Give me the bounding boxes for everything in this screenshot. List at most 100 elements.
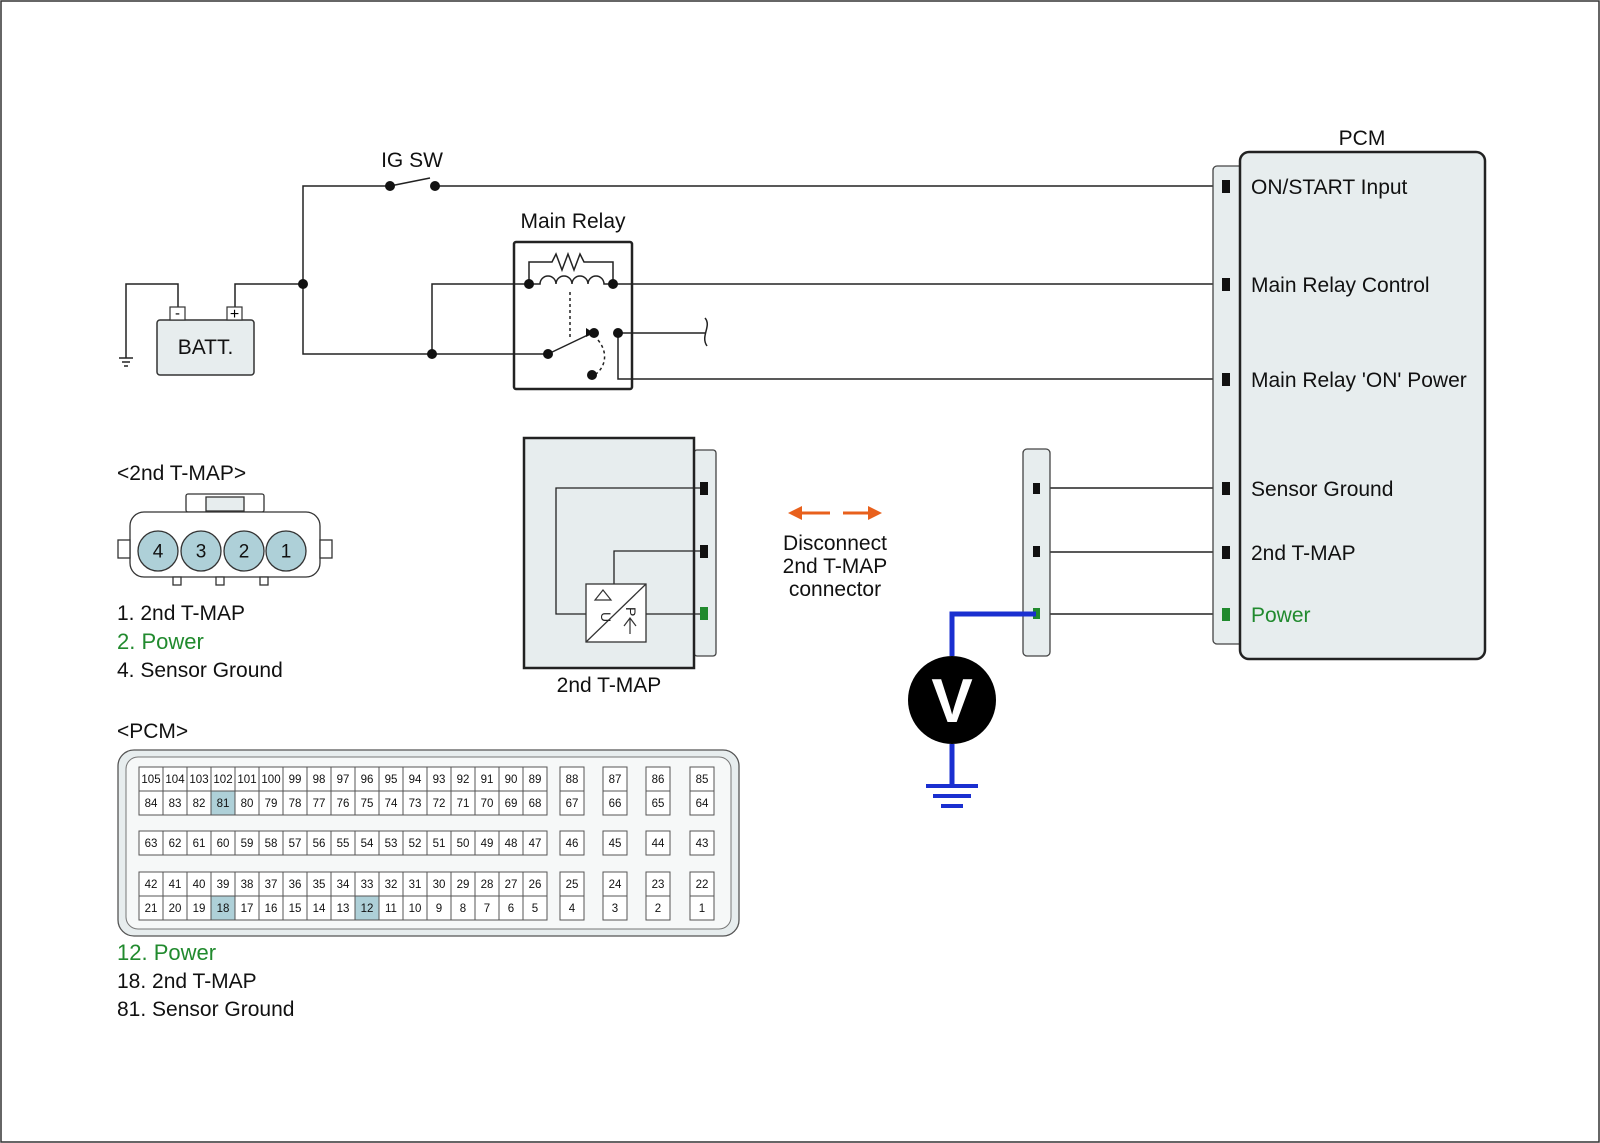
pcm-pin-number: 7: [484, 903, 490, 915]
pcm-terminal-pin: [1222, 373, 1230, 386]
tmap-pin: [137, 530, 179, 572]
arrow-left-icon: [788, 506, 802, 520]
pcm-terminal-label: ON/START Input: [1251, 176, 1408, 199]
pcm-pin-number: 52: [409, 838, 422, 850]
tmap-legend-1: 1. 2nd T-MAP: [117, 602, 245, 625]
pcm-pin-cell: [282, 830, 308, 856]
pcm-pin-number: 20: [169, 903, 182, 915]
pcm-pin-number: 50: [457, 838, 470, 850]
pcm-pin-number: 34: [337, 879, 350, 891]
pcm-pin-number: 6: [508, 903, 514, 915]
tmap-pin: [180, 530, 222, 572]
pcm-terminal-label: Sensor Ground: [1251, 478, 1393, 501]
pcm-pin-number: 70: [481, 798, 494, 810]
pressure-sensor-icon: U P: [585, 583, 647, 643]
tmap-pin-number: 1: [281, 542, 292, 563]
pcm-pin-number: 102: [213, 774, 232, 786]
pcm-pin-cell: [162, 790, 188, 816]
pcm-pin-number: 87: [609, 774, 622, 786]
pcm-pin-number: 84: [145, 798, 158, 810]
pcm-box: [1238, 150, 1487, 661]
pcm-terminal-pin: [1222, 278, 1230, 291]
pcm-pin-number: 25: [566, 879, 579, 891]
pcm-pin-cell: [450, 895, 476, 921]
pcm-pin-cell: [689, 871, 715, 897]
pcm-pin-number: 88: [566, 774, 579, 786]
pcm-pin-cell: [210, 830, 236, 856]
pcm-pin-cell: [602, 790, 628, 816]
pcm-terminal-pin: [1222, 482, 1230, 495]
pcm-pin-cell: [498, 895, 524, 921]
pcm-pin-number: 98: [313, 774, 326, 786]
pcm-pin-number: 23: [652, 879, 665, 891]
pcm-pin-number: 10: [409, 903, 422, 915]
pcm-pin-number: 15: [289, 903, 302, 915]
pcm-pin-cell: [450, 790, 476, 816]
pcm-terminal-pin: [1222, 608, 1230, 621]
pcm-pin-number: 74: [385, 798, 398, 810]
pcm-pin-cell: [186, 830, 212, 856]
main-relay-label: Main Relay: [520, 210, 626, 233]
pcm-legend-3: 81. Sensor Ground: [117, 998, 294, 1021]
tmap-pin: [265, 530, 307, 572]
pcm-pin-number: 66: [609, 798, 622, 810]
pcm-pin-cell: [330, 830, 356, 856]
pcm-pin-number: 28: [481, 879, 494, 891]
pcm-pin-cell: [282, 871, 308, 897]
switch-arrow: [586, 328, 594, 337]
pcm-connector-title: <PCM>: [117, 720, 188, 743]
pcm-pin-cell: [234, 766, 260, 792]
pcm-pin-cell: [522, 895, 548, 921]
pcm-pin-number: 79: [265, 798, 278, 810]
pcm-pin-number: 96: [361, 774, 374, 786]
pcm-pin-number: 100: [261, 774, 280, 786]
pcm-pin-number: 14: [313, 903, 326, 915]
pcm-pin-number: 77: [313, 798, 326, 810]
pcm-pin-cell: [162, 895, 188, 921]
pcm-pin-cell: [559, 830, 585, 856]
pcm-pin-number: 4: [569, 903, 576, 915]
pcm-terminal-pin: [1222, 546, 1230, 559]
pcm-pin-number: 56: [313, 838, 326, 850]
pcm-pin-number: 99: [289, 774, 302, 786]
disconnect-line-1: Disconnect: [783, 532, 887, 555]
pcm-pin-cell: [689, 790, 715, 816]
pcm-pin-number: 44: [652, 838, 665, 850]
tmap-device-label: 2nd T-MAP: [557, 674, 662, 697]
pcm-pin-number: 9: [436, 903, 442, 915]
pcm-pin-number: 103: [189, 774, 208, 786]
pcm-pin-number: 17: [241, 903, 254, 915]
pcm-pin-number: 51: [433, 838, 446, 850]
pcm-pin-number: 21: [145, 903, 158, 915]
svg-text:U: U: [598, 612, 614, 622]
pcm-pin-number: 61: [193, 838, 206, 850]
pcm-pin-cell: [689, 830, 715, 856]
pcm-pin-number: 80: [241, 798, 254, 810]
pcm-pin-number: 73: [409, 798, 422, 810]
disconnect-line-2: 2nd T-MAP: [783, 555, 888, 578]
pcm-terminal-label: Main Relay Control: [1251, 274, 1430, 297]
pcm-pin-cell: [354, 871, 380, 897]
pcm-pin-cell: [498, 871, 524, 897]
pcm-pin-number: 92: [457, 774, 470, 786]
pcm-pin-number: 18: [217, 903, 230, 915]
pcm-pin-cell: [162, 766, 188, 792]
tmap-pin-number: 3: [196, 542, 207, 563]
tmap-connector-title: <2nd T-MAP>: [117, 462, 246, 485]
pcm-pin-number: 104: [165, 774, 185, 786]
pcm-pin-number: 39: [217, 879, 230, 891]
tmap-device: U P 2nd T-MAP: [522, 436, 717, 697]
pcm-pin-cell: [498, 790, 524, 816]
pcm-pin-cell: [234, 830, 260, 856]
pcm-pin-number: 19: [193, 903, 206, 915]
svg-text:P: P: [623, 607, 639, 616]
pcm-pin-number: 16: [265, 903, 278, 915]
pcm-pin-cell: [522, 830, 548, 856]
pcm-pin-cell: [402, 895, 428, 921]
pcm-pin-cell: [378, 895, 404, 921]
pcm-pin-cell: [522, 871, 548, 897]
pcm-pin-cell: [282, 766, 308, 792]
pcm-pin-number: 3: [612, 903, 618, 915]
